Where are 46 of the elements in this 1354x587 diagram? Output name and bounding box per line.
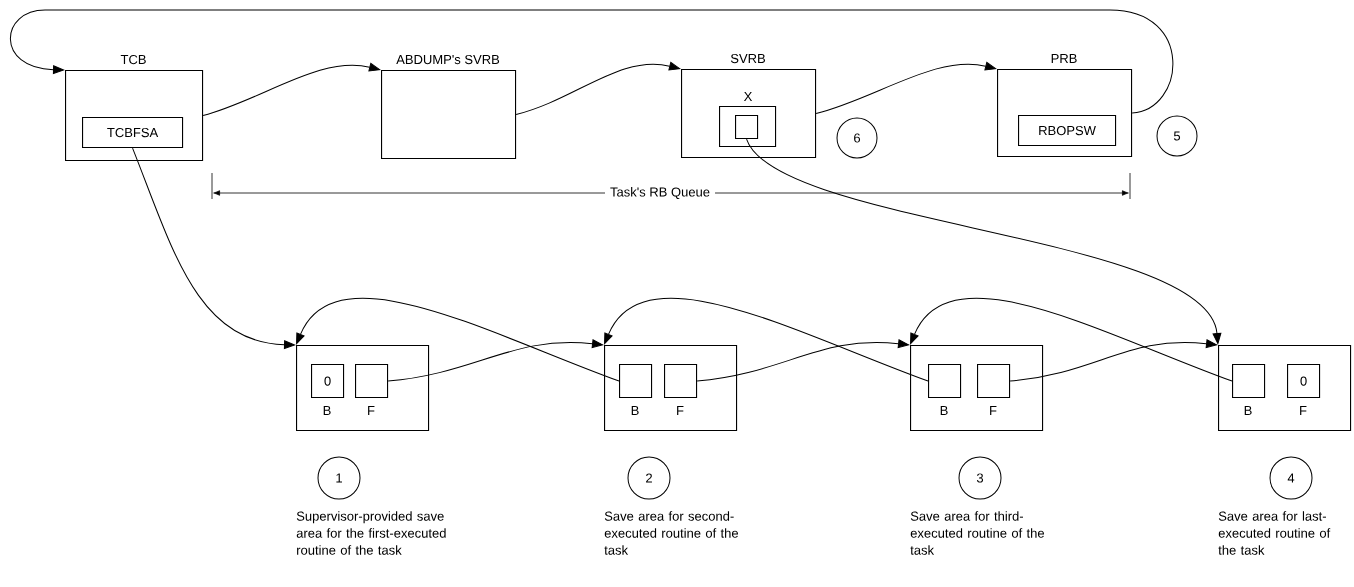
box-heading: ABDUMP's SVRB bbox=[396, 54, 500, 65]
callout-number: 5 bbox=[1156, 115, 1198, 157]
field-label: B bbox=[631, 406, 639, 415]
description-text: Save area for third-executed routine of the task bbox=[910, 511, 1045, 555]
box-heading: PRB bbox=[1051, 54, 1077, 63]
arrow bbox=[202, 62, 381, 117]
box-heading: TCB bbox=[120, 54, 146, 65]
callout-number: 6 bbox=[836, 117, 878, 159]
pointer-field: 0 bbox=[311, 364, 345, 399]
save-area-box bbox=[296, 345, 430, 432]
field-label: F bbox=[368, 406, 375, 415]
field-label: F bbox=[990, 406, 997, 415]
field-label: X bbox=[743, 92, 753, 101]
description-text: Save area for last-executed routine of the task bbox=[1218, 511, 1331, 555]
arrow bbox=[696, 339, 910, 382]
callout-number: 3 bbox=[958, 456, 1002, 500]
field-label: F bbox=[1300, 406, 1307, 415]
save-area-box bbox=[1218, 345, 1352, 432]
box-heading: SVRB bbox=[730, 53, 765, 64]
arrow bbox=[296, 297, 620, 382]
save-area-box bbox=[910, 345, 1044, 432]
arrow bbox=[9, 9, 1174, 114]
field-label: B bbox=[940, 406, 948, 415]
field-box: RBOPSW bbox=[1018, 115, 1117, 147]
field-label: F bbox=[677, 406, 684, 415]
arrow bbox=[746, 138, 1222, 345]
dimension-label: Task's RB Queue bbox=[605, 182, 715, 204]
arrow bbox=[387, 339, 604, 382]
arrow bbox=[515, 61, 681, 116]
description-text: Supervisor-provided save area for the first-executed routine of the task bbox=[296, 511, 446, 555]
field-label: B bbox=[1244, 406, 1252, 415]
arrow bbox=[1009, 339, 1218, 382]
pointer-field: 0 bbox=[1287, 364, 1321, 399]
description-text: Save area for second-executed routine of the task bbox=[604, 511, 738, 555]
callout-number: 1 bbox=[317, 456, 361, 500]
arrow bbox=[132, 147, 296, 350]
arrow bbox=[910, 297, 1233, 382]
field-label: B bbox=[323, 406, 331, 415]
arrow bbox=[815, 61, 997, 115]
callout-number: 2 bbox=[627, 456, 671, 500]
arrow bbox=[604, 297, 929, 382]
callout-number: 4 bbox=[1269, 456, 1313, 500]
field-box bbox=[719, 106, 777, 148]
field-box bbox=[735, 115, 759, 140]
field-box: TCBFSA bbox=[82, 117, 184, 149]
save-area-box bbox=[604, 345, 738, 432]
